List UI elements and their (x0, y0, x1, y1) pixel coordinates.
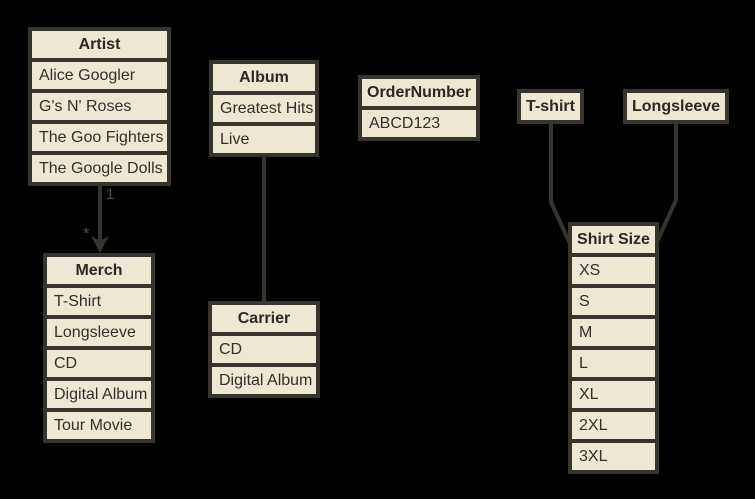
entity-artist-row[interactable]: Alice Googler (32, 62, 167, 89)
entity-shirt-size-row[interactable]: XS (572, 257, 655, 284)
entity-artist[interactable]: Artist Alice Googler G's N' Roses The Go… (28, 27, 171, 186)
entity-shirt-size-row[interactable]: 3XL (572, 443, 655, 470)
entity-shirt-size-title: Shirt Size (572, 226, 655, 253)
entity-merch-row[interactable]: Digital Album (47, 381, 151, 408)
entity-merch-row[interactable]: Tour Movie (47, 412, 151, 439)
entity-shirt-size-row[interactable]: M (572, 319, 655, 346)
entity-ordernumber-row[interactable]: ABCD123 (362, 110, 476, 137)
entity-album-row[interactable]: Live (213, 126, 315, 153)
entity-carrier-row[interactable]: Digital Album (212, 367, 316, 394)
entity-tshirt[interactable]: T-shirt (517, 89, 584, 124)
entity-shirt-size-row[interactable]: S (572, 288, 655, 315)
multiplicity-label-one: 1 (106, 186, 115, 203)
entity-artist-row[interactable]: The Goo Fighters (32, 124, 167, 151)
entity-ordernumber-title: OrderNumber (362, 79, 476, 106)
entity-artist-title: Artist (32, 31, 167, 58)
entity-merch-row[interactable]: Longsleeve (47, 319, 151, 346)
entity-longsleeve[interactable]: Longsleeve (623, 89, 729, 124)
entity-shirt-size-row[interactable]: XL (572, 381, 655, 408)
entity-shirt-size-row[interactable]: L (572, 350, 655, 377)
entity-carrier-row[interactable]: CD (212, 336, 316, 363)
entity-album-row[interactable]: Greatest Hits (213, 95, 315, 122)
entity-album[interactable]: Album Greatest Hits Live (209, 60, 319, 157)
entity-artist-row[interactable]: The Google Dolls (32, 155, 167, 182)
entity-merch[interactable]: Merch T-Shirt Longsleeve CD Digital Albu… (43, 253, 155, 443)
multiplicity-label-many: * (83, 224, 90, 243)
entity-shirt-size-row[interactable]: 2XL (572, 412, 655, 439)
arrowhead-down-icon (91, 236, 109, 253)
connector-tshirt-shirtsize (549, 120, 573, 247)
entity-shirt-size[interactable]: Shirt Size XS S M L XL 2XL 3XL (568, 222, 659, 474)
entity-album-title: Album (213, 64, 315, 91)
entity-tshirt-title: T-shirt (521, 93, 580, 120)
entity-merch-row[interactable]: CD (47, 350, 151, 377)
entity-carrier-title: Carrier (212, 305, 316, 332)
entity-artist-row[interactable]: G's N' Roses (32, 93, 167, 120)
entity-ordernumber[interactable]: OrderNumber ABCD123 (358, 75, 480, 141)
connector-longsleeve-shirtsize (654, 120, 678, 245)
entity-merch-row[interactable]: T-Shirt (47, 288, 151, 315)
entity-longsleeve-title: Longsleeve (627, 93, 725, 120)
entity-carrier[interactable]: Carrier CD Digital Album (208, 301, 320, 398)
entity-merch-title: Merch (47, 257, 151, 284)
